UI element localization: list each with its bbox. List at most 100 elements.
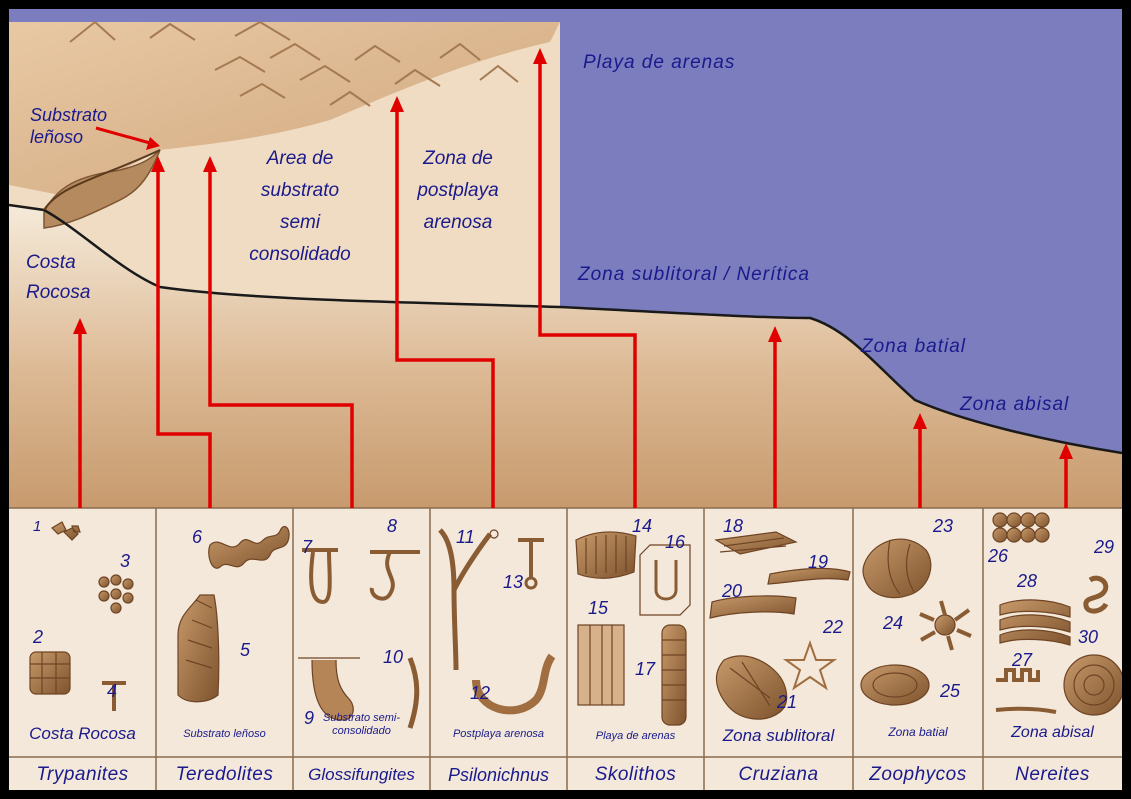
cliff-edge	[43, 149, 161, 211]
column-sublabel-5: Playa de arenas	[595, 730, 676, 742]
number-23: 23	[933, 516, 954, 536]
number-9: 9	[304, 708, 315, 728]
genus-glossifungites: Glossifungites	[308, 765, 415, 784]
label-batial: Zona batial	[861, 336, 967, 357]
trace-fossil-sketches	[29, 512, 1122, 729]
genus-zoophycos: Zoophycos	[869, 764, 967, 785]
number-16: 16	[665, 532, 686, 552]
fossil-22	[782, 639, 838, 691]
number-8: 8	[387, 516, 398, 536]
fossil-1	[51, 521, 81, 541]
number-12: 12	[470, 683, 491, 703]
label-area-semi-line2: substrato	[260, 180, 340, 201]
number-28: 28	[1017, 571, 1038, 591]
number-15: 15	[588, 598, 609, 618]
number-1: 1	[33, 518, 42, 535]
column-dividers	[155, 508, 984, 790]
fossil-9	[298, 657, 360, 721]
fossil-8	[369, 550, 420, 601]
column-sublabel-2: Substrato leñoso	[183, 728, 266, 740]
fossil-15	[577, 624, 625, 706]
column-sublabel-1: Costa Rocosa	[29, 724, 136, 743]
label-postplaya-line3: arenosa	[423, 212, 493, 233]
fossil-6	[208, 526, 290, 569]
label-costa-rocosa-line1: Costa	[26, 252, 76, 273]
number-3: 3	[120, 551, 131, 571]
arrowheads	[73, 48, 1073, 459]
fossil-12	[472, 653, 556, 715]
number-10: 10	[383, 647, 404, 667]
fossil-10	[407, 657, 420, 729]
fossil-26	[992, 512, 1050, 543]
label-substrato-lenoso: Substrato leñoso	[30, 105, 107, 148]
number-22: 22	[823, 617, 844, 637]
label-postplaya-line1: Zona de	[423, 148, 493, 169]
fossil-27	[995, 668, 1057, 714]
column-sublabel-4: Postplaya arenosa	[452, 728, 545, 740]
number-6: 6	[192, 527, 203, 547]
column-sublabel-8: Zona abisal	[1011, 724, 1094, 741]
number-29: 29	[1094, 537, 1115, 557]
column-sublabel-6: Zona sublitoral	[722, 726, 835, 745]
label-playa-arenas: Playa de arenas	[583, 52, 736, 73]
dunes	[69, 20, 519, 107]
number-20: 20	[722, 581, 743, 601]
genus-cruziana: Cruziana	[738, 764, 819, 785]
number-25: 25	[940, 681, 961, 701]
label-costa-rocosa: Costa Rocosa	[26, 248, 90, 308]
number-27: 27	[1012, 650, 1033, 670]
number-11: 11	[456, 527, 475, 547]
number-5: 5	[240, 640, 251, 660]
fossil-2	[29, 651, 71, 695]
number-18: 18	[723, 516, 744, 536]
fossil-7	[302, 548, 338, 605]
fossil-18	[714, 531, 798, 555]
fossil-14	[575, 531, 637, 579]
fossil-24	[919, 600, 972, 651]
number-14: 14	[632, 516, 653, 536]
label-area-semi-line1: Area de	[266, 148, 334, 169]
label-sublitoral: Zona sublitoral / Nerítica	[578, 264, 810, 285]
fossil-25	[860, 664, 930, 706]
wood-pointer-arrow	[95, 126, 151, 145]
fossil-20	[709, 595, 797, 619]
fossil-30	[1063, 654, 1122, 716]
number-17: 17	[635, 659, 656, 679]
label-abisal: Zona abisal	[960, 394, 1070, 415]
label-area-semi-line3: semi	[279, 212, 321, 233]
fossil-3	[98, 574, 134, 614]
fossil-28	[999, 599, 1071, 646]
fossil-19	[767, 567, 851, 585]
fossil-4	[102, 681, 126, 711]
label-costa-rocosa-line2: Rocosa	[26, 282, 91, 303]
fossil-17	[661, 624, 687, 726]
label-postplaya-line2: postplaya	[417, 180, 499, 201]
fossil-5	[177, 594, 220, 703]
genus-teredolites: Teredolites	[175, 764, 274, 785]
fossil-23	[862, 538, 932, 599]
wood-pointer-head	[146, 137, 160, 150]
seafloor-profile	[9, 203, 1122, 455]
label-area-semi: Area de substrato semi consolidado	[225, 143, 375, 271]
label-area-semi-line4: consolidado	[249, 244, 351, 265]
diagram-scene	[9, 9, 1122, 790]
number-2: 2	[33, 627, 44, 647]
connector-arrows	[78, 60, 1068, 508]
label-postplaya: Zona de postplaya arenosa	[398, 143, 518, 239]
label-substrato-lenoso-line1: Substrato	[30, 105, 108, 125]
genus-skolithos: Skolithos	[594, 764, 677, 785]
genus-trypanites: Trypanites	[36, 764, 129, 785]
number-26: 26	[988, 546, 1009, 566]
number-19: 19	[808, 552, 829, 572]
fossil-21	[715, 655, 788, 720]
genus-psilonichnus: Psilonichnus	[447, 765, 550, 785]
column-sublabel-7: Zona batial	[888, 725, 948, 739]
label-substrato-lenoso-line2: leñoso	[30, 126, 84, 147]
number-24: 24	[883, 613, 904, 633]
trace-panel	[9, 508, 1122, 790]
fossil-29	[1083, 575, 1109, 614]
fossil-13	[518, 538, 544, 590]
column-sublabel-3: Substrato semi- consolidado	[322, 712, 401, 737]
number-4: 4	[107, 681, 118, 701]
number-21: 21	[777, 692, 798, 712]
